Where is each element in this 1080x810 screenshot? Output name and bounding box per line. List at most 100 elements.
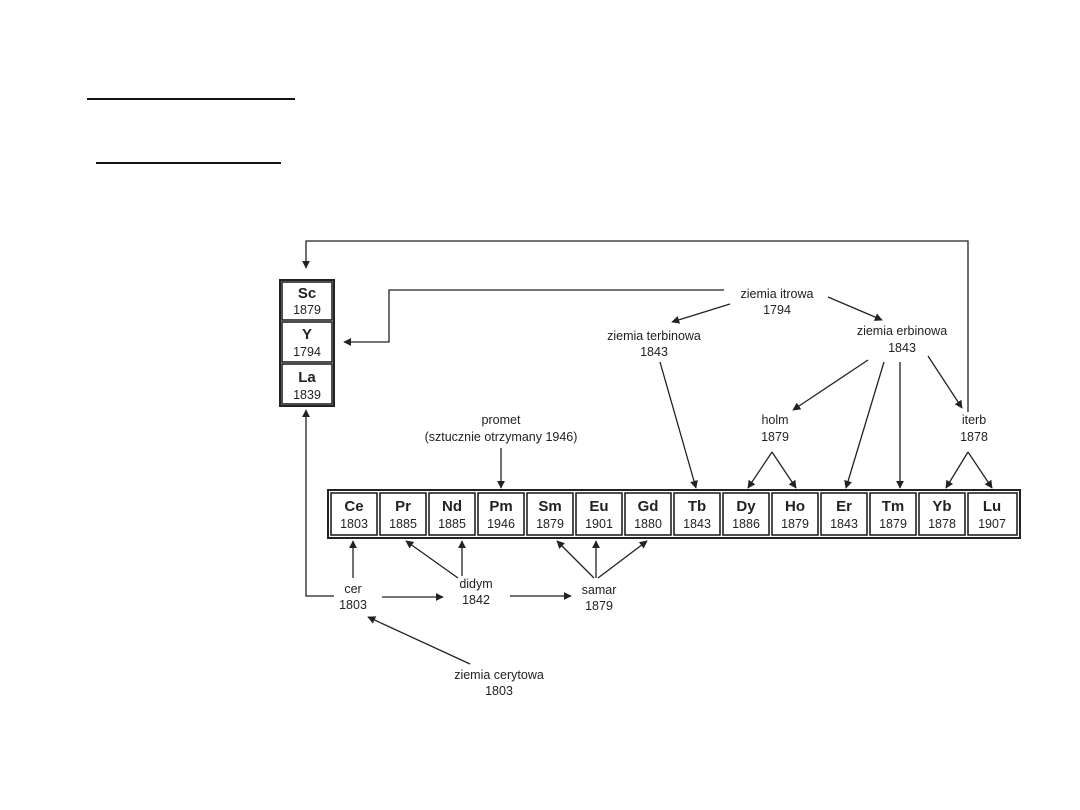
arrow-cer-to-la: [302, 409, 334, 597]
element-sm: Sm 1879: [526, 492, 574, 536]
element-symbol: Gd: [638, 498, 659, 515]
element-year: 1803: [340, 517, 368, 531]
label-ziemia-itrowa: ziemia itrowa 1794: [741, 287, 814, 317]
element-symbol: Tm: [882, 498, 905, 515]
label-ziemia-terbinowa: ziemia terbinowa 1843: [607, 329, 701, 359]
element-symbol: Lu: [983, 498, 1001, 515]
label-name: iterb: [962, 413, 986, 427]
label-samar: samar 1879: [582, 583, 617, 613]
side-element-sc: Sc 1879: [281, 281, 333, 321]
label-ziemia-cerytowa: ziemia cerytowa 1803: [454, 668, 544, 698]
label-ziemia-erbinowa: ziemia erbinowa 1843: [857, 324, 947, 355]
label-iterb: iterb 1878: [960, 413, 988, 444]
title-underline-1: [87, 98, 295, 100]
element-nd: Nd 1885: [428, 492, 476, 536]
label-name: cer: [344, 582, 361, 596]
arrow-cerytowa-to-cer: [367, 616, 471, 665]
element-symbol: Yb: [932, 498, 951, 515]
arrow-erbinowa-to-iterb: [927, 355, 963, 409]
connector-arrows: [302, 240, 993, 665]
label-name: ziemia erbinowa: [857, 324, 947, 338]
label-year: 1794: [763, 303, 791, 317]
side-element-column: Sc 1879 Y 1794 La 1839: [279, 279, 335, 407]
arrow-itrowa-to-erbinowa: [827, 296, 883, 321]
side-element-la: La 1839: [281, 363, 333, 405]
element-symbol: Ho: [785, 498, 805, 515]
element-year: 1946: [487, 517, 515, 531]
element-gd: Gd 1880: [624, 492, 672, 536]
element-symbol: Eu: [589, 498, 608, 515]
arrow-iterb-to-yb: [945, 451, 969, 489]
arrow-itrowa-to-terbinowa: [671, 303, 731, 324]
side-column-frame: [279, 279, 335, 407]
arrow-erbinowa-to-holm: [792, 359, 869, 411]
label-didym: didym 1842: [459, 577, 492, 607]
arrow-erbinowa-to-er: [844, 361, 885, 489]
element-lu: Lu 1907: [967, 492, 1018, 536]
element-symbol: La: [298, 369, 316, 386]
arrow-samar-to-gd: [597, 540, 648, 579]
element-year: 1843: [830, 517, 858, 531]
label-year: 1878: [960, 430, 988, 444]
label-name: ziemia itrowa: [741, 287, 814, 301]
element-year: 1901: [585, 517, 613, 531]
element-symbol: Er: [836, 498, 852, 515]
label-name: promet: [482, 413, 521, 427]
element-symbol: Sm: [538, 498, 561, 515]
label-year: 1879: [585, 599, 613, 613]
label-name: samar: [582, 583, 617, 597]
label-name: holm: [761, 413, 788, 427]
label-note: (sztucznie otrzymany 1946): [425, 430, 578, 444]
arrow-itrowa-to-y: [343, 289, 724, 346]
arrow-didym-to-pr: [405, 540, 459, 579]
arrow-holm-to-dy: [747, 451, 773, 489]
label-cer: cer 1803: [339, 582, 367, 612]
element-symbol: Sc: [298, 285, 316, 302]
element-symbol: Tb: [688, 498, 706, 515]
element-er: Er 1843: [820, 492, 868, 536]
arrow-terbinowa-to-tb: [659, 361, 698, 489]
element-symbol: Nd: [442, 498, 462, 515]
arrow-holm-to-ho: [771, 451, 797, 489]
element-year: 1886: [732, 517, 760, 531]
element-symbol: Pm: [489, 498, 512, 515]
label-name: ziemia terbinowa: [607, 329, 701, 343]
element-year: 1794: [293, 345, 321, 359]
element-ce: Ce 1803: [330, 492, 378, 536]
label-year: 1843: [888, 341, 916, 355]
element-year: 1879: [781, 517, 809, 531]
element-symbol: Ce: [344, 498, 363, 515]
arrow-iterb-to-lu: [967, 451, 993, 489]
element-pm: Pm 1946: [477, 492, 525, 536]
element-year: 1907: [978, 517, 1006, 531]
element-pr: Pr 1885: [379, 492, 427, 536]
element-year: 1880: [634, 517, 662, 531]
element-year: 1878: [928, 517, 956, 531]
label-name: ziemia cerytowa: [454, 668, 544, 682]
label-year: 1842: [462, 593, 490, 607]
element-year: 1885: [438, 517, 466, 531]
label-year: 1879: [761, 430, 789, 444]
element-ho: Ho 1879: [771, 492, 819, 536]
element-row: Ce 1803 Pr 1885 Nd 1885 Pm 1946 Sm 1879 …: [327, 489, 1021, 539]
element-symbol: Y: [302, 326, 312, 343]
title-underline-2: [96, 162, 281, 164]
element-dy: Dy 1886: [722, 492, 770, 536]
label-promet: promet (sztucznie otrzymany 1946): [425, 413, 578, 444]
label-year: 1843: [640, 345, 668, 359]
side-element-y: Y 1794: [281, 321, 333, 363]
element-yb: Yb 1878: [918, 492, 966, 536]
element-symbol: Pr: [395, 498, 411, 515]
element-tb: Tb 1843: [673, 492, 721, 536]
element-year: 1885: [389, 517, 417, 531]
element-year: 1879: [293, 303, 321, 317]
element-tm: Tm 1879: [869, 492, 917, 536]
element-year: 1879: [536, 517, 564, 531]
label-name: didym: [459, 577, 492, 591]
label-year: 1803: [485, 684, 513, 698]
element-year: 1879: [879, 517, 907, 531]
element-eu: Eu 1901: [575, 492, 623, 536]
arrow-iterb-to-sc: [302, 240, 969, 412]
element-year: 1839: [293, 388, 321, 402]
